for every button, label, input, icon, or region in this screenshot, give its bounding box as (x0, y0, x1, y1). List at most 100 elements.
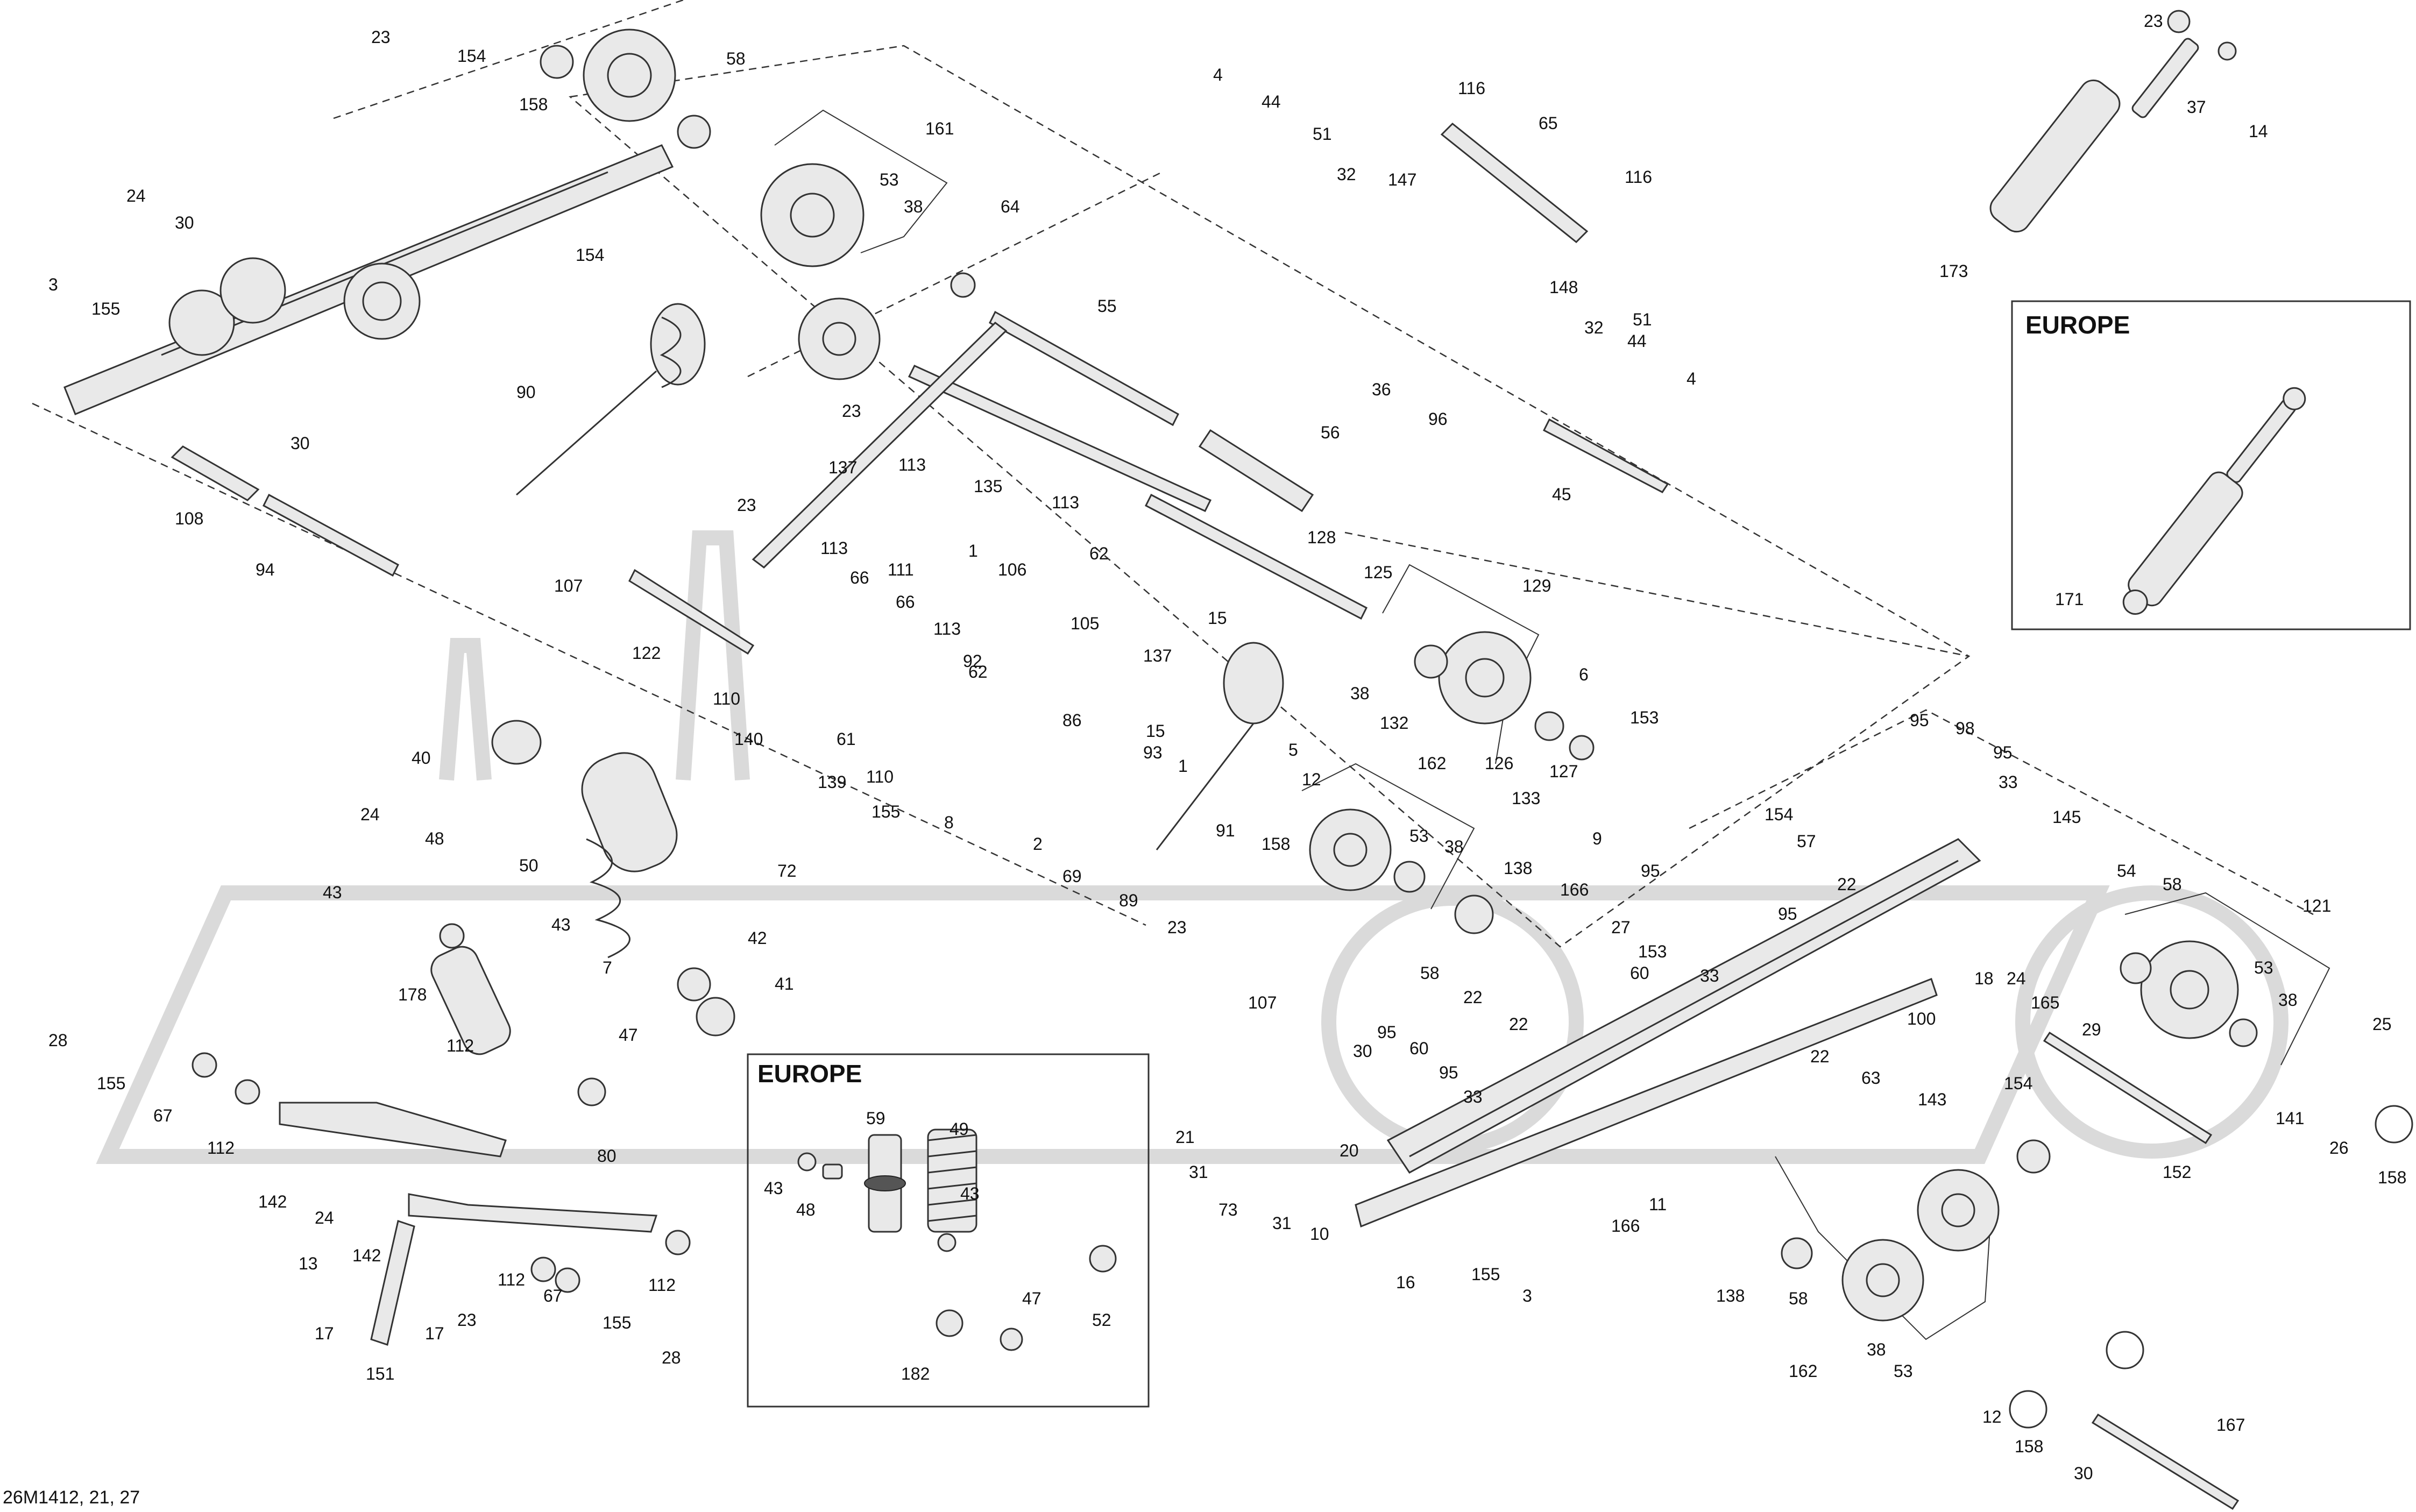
callout-106: 106 (998, 560, 1026, 579)
callout-45: 45 (1552, 485, 1571, 504)
callout-58: 58 (2163, 875, 2182, 894)
callout-41: 41 (775, 974, 794, 993)
callout-96: 96 (1428, 409, 1448, 429)
callout-132: 132 (1380, 713, 1408, 733)
callout-36: 36 (1372, 380, 1391, 399)
wheel-162-upper (1309, 808, 1494, 934)
callout-23: 23 (371, 27, 391, 47)
callout-14: 14 (2249, 122, 2268, 141)
callout-33: 33 (1999, 772, 2018, 792)
callout-129: 129 (1522, 576, 1551, 595)
callout-167: 167 (2216, 1415, 2245, 1435)
callout-86: 86 (1062, 711, 1082, 730)
callout-59: 59 (866, 1109, 885, 1128)
wheel-121 (2009, 940, 2413, 1429)
callout-116: 116 (1458, 79, 1485, 98)
callout-1: 1 (968, 541, 978, 560)
callout-63: 63 (1861, 1068, 1881, 1088)
callout-154: 154 (1765, 805, 1793, 824)
callout-155: 155 (1471, 1265, 1500, 1284)
assembly-guide-lines (32, 0, 2314, 948)
callout-105: 105 (1071, 614, 1099, 633)
callout-23: 23 (842, 401, 861, 421)
callout-135: 135 (974, 477, 1002, 496)
callout-95: 95 (1993, 743, 2013, 762)
callout-110: 110 (866, 767, 894, 786)
callout-69: 69 (1062, 867, 1082, 886)
callout-6: 6 (1579, 665, 1589, 684)
callout-30: 30 (291, 434, 310, 453)
callout-31: 31 (1272, 1213, 1292, 1233)
callout-21: 21 (1175, 1127, 1195, 1147)
callout-92: 92 (963, 651, 982, 671)
callout-20: 20 (1340, 1141, 1359, 1160)
shock-and-spring (430, 720, 735, 1106)
callout-182: 182 (901, 1364, 930, 1383)
callout-9: 9 (1592, 829, 1602, 848)
callout-161: 161 (925, 119, 954, 138)
front-rail-assembly (63, 29, 711, 415)
callout-62: 62 (1089, 544, 1109, 563)
callout-141: 141 (2276, 1109, 2304, 1128)
callout-box-162-lower (1775, 1156, 1991, 1340)
callout-32: 32 (1337, 165, 1356, 184)
callout-17: 17 (315, 1324, 334, 1343)
drawing-code: 26M1412, 21, 27 (3, 1487, 140, 1508)
europe-box-shock: EUROPE (2011, 300, 2411, 630)
callout-151: 151 (366, 1364, 394, 1383)
callout-53: 53 (1409, 826, 1429, 846)
callout-158: 158 (1262, 834, 1290, 854)
callout-box-129 (1382, 564, 1540, 764)
callout-153: 153 (1630, 708, 1659, 727)
callout-49: 49 (950, 1119, 969, 1139)
callout-73: 73 (1218, 1200, 1238, 1219)
callout-15: 15 (1208, 608, 1227, 628)
rear-arm-assembly (192, 1052, 691, 1346)
callout-153: 153 (1638, 942, 1667, 961)
callout-121: 121 (2302, 896, 2331, 915)
wheel-161 (760, 163, 976, 380)
callout-95: 95 (1910, 711, 1929, 730)
callout-61: 61 (837, 729, 856, 749)
callout-43: 43 (960, 1184, 980, 1203)
callout-66: 66 (896, 592, 915, 612)
callout-138: 138 (1504, 858, 1532, 878)
callout-52: 52 (1092, 1310, 1111, 1330)
callout-154: 154 (576, 245, 604, 265)
callout-4: 4 (1213, 65, 1223, 84)
callout-22: 22 (1837, 875, 1857, 894)
callout-54: 54 (2117, 861, 2136, 881)
callout-67: 67 (153, 1106, 173, 1125)
callout-147: 147 (1388, 170, 1416, 189)
center-shafts (171, 122, 1669, 655)
callout-53: 53 (2254, 958, 2273, 977)
callout-50: 50 (519, 856, 539, 875)
callout-142: 142 (352, 1246, 381, 1265)
callout-155: 155 (97, 1074, 125, 1093)
callout-4: 4 (1687, 369, 1696, 388)
callout-171: 171 (2055, 590, 2084, 609)
callout-60: 60 (1630, 963, 1649, 983)
torsion-spring-91 (1156, 642, 1284, 850)
callout-126: 126 (1485, 754, 1513, 773)
callout-60: 60 (1409, 1039, 1429, 1058)
callout-107: 107 (554, 576, 583, 595)
callout-66: 66 (850, 568, 869, 587)
callout-28: 28 (662, 1348, 681, 1367)
callout-38: 38 (1444, 837, 1464, 856)
callout-7: 7 (603, 958, 612, 977)
callout-28: 28 (48, 1031, 68, 1050)
callout-113: 113 (898, 455, 926, 474)
callout-43: 43 (323, 883, 342, 902)
callout-113: 113 (1052, 493, 1079, 512)
callout-labels: 23 154 158 58 24 30 3 155 154 30 108 94 … (48, 11, 2406, 1483)
callout-80: 80 (597, 1146, 617, 1166)
callout-138: 138 (1716, 1286, 1745, 1305)
callout-48: 48 (796, 1200, 816, 1219)
callout-100: 100 (1907, 1009, 1936, 1028)
callout-30: 30 (175, 213, 194, 232)
callout-166: 166 (1560, 880, 1589, 899)
callout-44: 44 (1262, 92, 1281, 111)
callout-173: 173 (1939, 261, 1968, 281)
